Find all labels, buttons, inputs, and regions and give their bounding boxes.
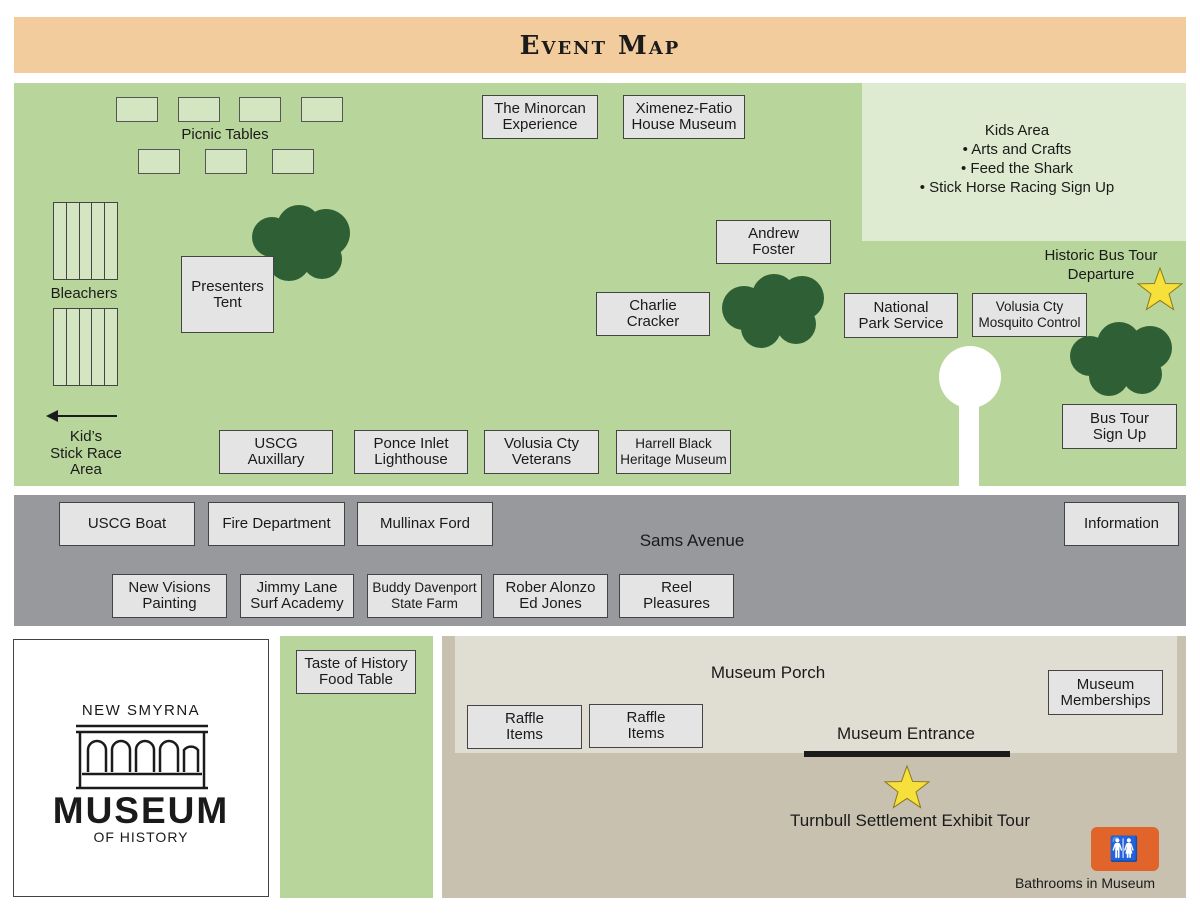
booth-raffle-items[interactable]: Raffle Items [589,704,703,748]
booth-ximenez-fatio[interactable]: Ximenez-Fatio House Museum [623,95,745,139]
arrow-left-icon [46,410,117,422]
booth-presenters-tent[interactable]: Presenters Tent [181,256,274,333]
kids-race-label: Kid’s Stick Race Area [50,428,122,478]
booth-volusia-veterans[interactable]: Volusia Cty Veterans [484,430,599,474]
booth-buddy-davenport[interactable]: Buddy Davenport State Farm [367,574,482,618]
booth-fire-department[interactable]: Fire Department [208,502,345,546]
museum-entrance-door [804,751,1010,757]
booth-charlie-cracker[interactable]: Charlie Cracker [596,292,710,336]
kids-area-title: Kids Area [984,122,1050,139]
logo-top-text: NEW SMYRNA [81,702,201,719]
booth-uscg-boat[interactable]: USCG Boat [59,502,195,546]
bus-departure-label: Historic Bus Tour Departure [1044,247,1158,283]
picnic-table [205,149,247,174]
picnic-table [272,149,314,174]
booth-mosquito-control[interactable]: Volusia Cty Mosquito Control [972,293,1087,337]
booth-museum-memberships[interactable]: Museum Memberships [1048,670,1163,715]
booth-rober-alonzo[interactable]: Rober Alonzo Ed Jones [493,574,608,618]
booth-raffle-items[interactable]: Raffle Items [467,705,582,749]
logo-main-text: MUSEUM [52,790,230,831]
picnic-tables-label: Picnic Tables [181,126,269,143]
booth-ponce-inlet[interactable]: Ponce Inlet Lighthouse [354,430,468,474]
kids-area-item: • Feed the Shark [961,160,1073,177]
star-icon [1136,266,1184,311]
logo-bottom-text: OF HISTORY [93,829,189,845]
kids-area-item: • Arts and Crafts [962,141,1072,158]
porch-label: Museum Porch [710,663,826,682]
booth-information[interactable]: Information [1064,502,1179,546]
page-title: Event Map [519,31,681,61]
booth-jimmy-lane[interactable]: Jimmy Lane Surf Academy [240,574,354,618]
entrance-label: Museum Entrance [837,724,975,743]
booth-bus-tour-signup[interactable]: Bus Tour Sign Up [1062,404,1177,449]
tree-icon [722,274,824,348]
booth-taste-of-history[interactable]: Taste of History Food Table [296,650,416,694]
museum-logo: NEW SMYRNA MUSEUM OF HISTORY [13,639,269,897]
star-icon [883,764,931,809]
logo-arches-icon [76,724,208,790]
kids-area-item: • Stick Horse Racing Sign Up [919,179,1115,196]
booth-reel-pleasures[interactable]: Reel Pleasures [619,574,734,618]
booth-harrell-black[interactable]: Harrell Black Heritage Museum [616,430,731,474]
booth-minorcan[interactable]: The Minorcan Experience [482,95,598,139]
booth-national-park-service[interactable]: National Park Service [844,293,958,338]
booth-andrew-foster[interactable]: Andrew Foster [716,220,831,264]
booth-new-visions[interactable]: New Visions Painting [112,574,227,618]
picnic-table [178,97,220,122]
bathrooms-label: Bathrooms in Museum [1014,875,1156,891]
picnic-table [116,97,158,122]
booth-mullinax-ford[interactable]: Mullinax Ford [357,502,493,546]
bleachers-label: Bleachers [50,285,118,302]
street-label: Sams Avenue [639,531,745,550]
bleachers [53,202,118,280]
picnic-table [301,97,343,122]
bus-turnaround [939,346,1001,408]
picnic-table [138,149,180,174]
booth-uscg-auxillary[interactable]: USCG Auxillary [219,430,333,474]
header-banner: Event Map [14,17,1186,73]
tree-icon [252,205,350,281]
bleachers [53,308,118,386]
restroom-icon: 🚻 [1091,827,1159,871]
exhibit-tour-label: Turnbull Settlement Exhibit Tour [789,811,1030,830]
picnic-table [239,97,281,122]
tree-icon [1070,322,1172,396]
kids-area-zone [862,83,1186,241]
